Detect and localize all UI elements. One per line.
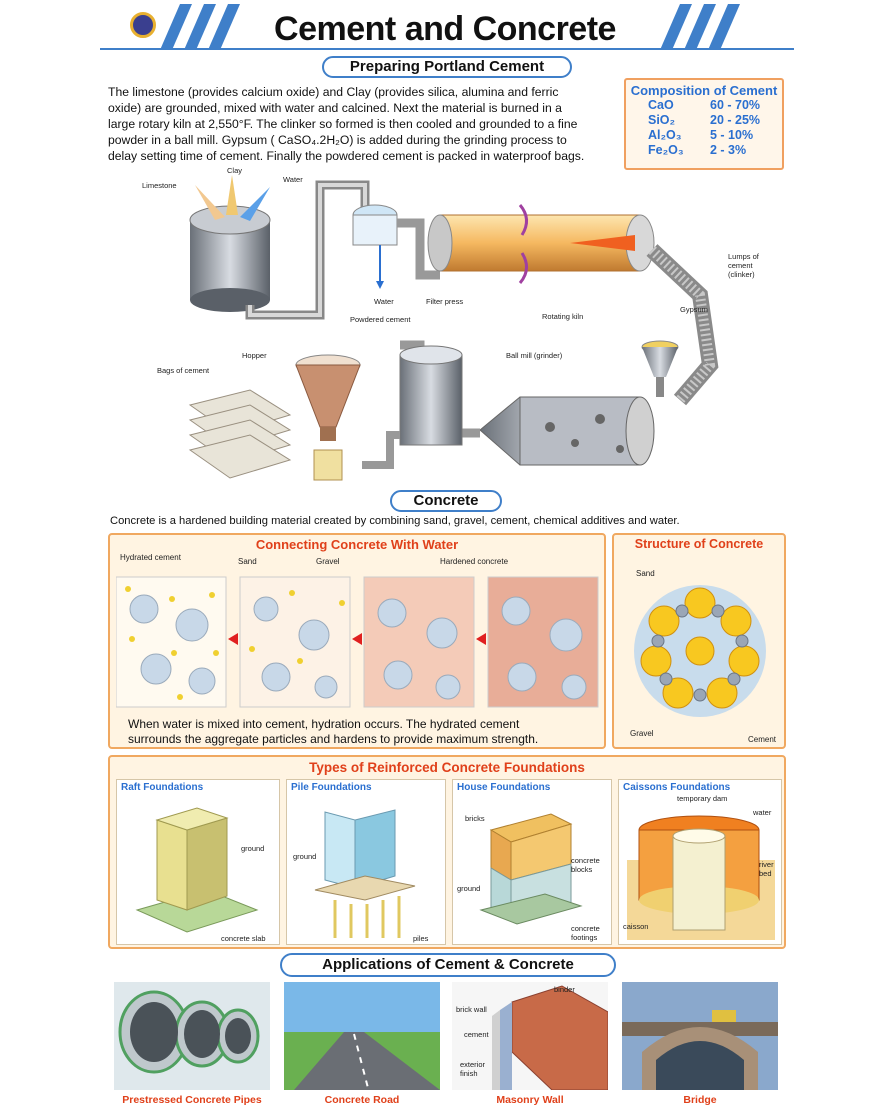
label-structure-sand: Sand <box>636 569 655 578</box>
app-caption-road: Concrete Road <box>324 1094 400 1106</box>
label-masonry-brick-wall: brick wall <box>456 1005 487 1014</box>
label-gypsum: Gypsum <box>680 305 708 314</box>
composition-title: Composition of Cement <box>630 83 778 98</box>
card-pile: Pile Foundations ground piles <box>286 779 446 945</box>
title-stripes <box>100 4 794 50</box>
bags-of-cement <box>188 389 292 479</box>
section-heading-applications: Applications of Cement & Concrete <box>280 953 616 977</box>
prep-line: large rotary kiln at 2,550°F. The clinke… <box>108 117 578 131</box>
house-illustration <box>479 813 583 925</box>
label-pile-ground: ground <box>293 852 317 861</box>
label-structure-cement: Cement <box>748 735 777 744</box>
powder-silo <box>399 345 463 446</box>
app-image-bridge <box>622 982 778 1090</box>
label-rotating-kiln: Rotating kiln <box>542 312 584 321</box>
rotating-kiln <box>427 204 655 284</box>
label-limestone: Limestone <box>142 181 177 190</box>
prep-line: The limestone (provides calcium oxide) a… <box>108 85 559 99</box>
label-water-out: Water <box>374 297 394 306</box>
label-gravel: Gravel <box>316 557 340 566</box>
foundations-panel: Types of Reinforced Concrete Foundations… <box>108 755 786 949</box>
app-image-pipes <box>114 982 270 1090</box>
label-house-bricks: bricks <box>465 814 485 823</box>
pile-illustration <box>314 809 416 938</box>
hydration-stages <box>116 576 599 708</box>
concrete-intro: Concrete is a hardened building material… <box>110 515 680 527</box>
label-powdered-cement: Powdered cement <box>350 315 411 324</box>
label-masonry-cement: cement <box>464 1030 489 1039</box>
app-image-road <box>284 982 440 1090</box>
foundations-title: Types of Reinforced Concrete Foundations <box>309 760 585 775</box>
gypsum-hopper <box>641 340 679 397</box>
process-diagram <box>188 175 719 481</box>
structure-title: Structure of Concrete <box>634 537 764 551</box>
section-heading-prep: Preparing Portland Cement <box>322 56 572 78</box>
prep-line: powder in a ball mill. Gypsum ( CaSO₄.2H… <box>108 133 567 147</box>
label-filter-press: Filter press <box>426 297 464 306</box>
raft-illustration <box>135 807 259 933</box>
prep-line: delay setting time of cement. Finally th… <box>108 149 585 163</box>
label-hydrated: Hydrated cement <box>120 553 181 562</box>
label-structure-gravel: Gravel <box>630 729 654 738</box>
card-raft: Raft Foundations ground concrete slab <box>116 779 280 945</box>
hydration-panel: Connecting Concrete With Water Hydrated … <box>108 533 606 749</box>
label-bags: Bags of cement <box>157 366 210 375</box>
prep-paragraph: The limestone (provides calcium oxide) a… <box>108 84 622 164</box>
label-caisson-water: water <box>753 808 772 817</box>
hopper <box>295 354 361 481</box>
label-clinker: Lumps of cement (clinker) <box>728 252 759 279</box>
app-caption-bridge: Bridge <box>683 1094 717 1106</box>
card-caisson: Caissons Foundations temporary dam water… <box>618 779 782 945</box>
poster: Cement and Concrete Preparing Portland C… <box>100 0 794 1116</box>
label-hardened: Hardened concrete <box>440 557 509 566</box>
label-ball-mill: Ball mill (grinder) <box>506 351 563 360</box>
label-hopper: Hopper <box>242 351 267 360</box>
ball-mill <box>479 396 655 466</box>
app-image-masonry <box>452 982 608 1090</box>
structure-diagram <box>634 585 766 717</box>
label-clay: Clay <box>227 166 243 175</box>
section-heading-concrete: Concrete <box>390 490 502 512</box>
page-title: Cement and Concrete <box>274 10 616 48</box>
hydration-title: Connecting Concrete With Water <box>255 537 459 552</box>
mixer-tank <box>189 175 271 312</box>
filter-press <box>352 204 398 289</box>
label-water-in: Water <box>283 175 303 184</box>
app-caption-masonry: Masonry Wall <box>496 1094 564 1106</box>
title-bar: Cement and Concrete <box>100 4 794 50</box>
label-caisson-dam: temporary dam <box>677 794 728 803</box>
structure-panel: Structure of Concrete Sand Gravel Cement <box>612 533 786 749</box>
prep-line: oxide) are grounded, mixed with water an… <box>108 101 562 115</box>
app-caption-pipes: Prestressed Concrete Pipes <box>122 1094 262 1106</box>
label-sand: Sand <box>238 557 257 566</box>
hydration-text: When water is mixed into cement, hydrati… <box>128 717 539 746</box>
label-raft-ground: ground <box>241 844 265 853</box>
label-house-ground: ground <box>457 884 481 893</box>
caisson-illustration <box>627 815 775 940</box>
publisher-logo <box>130 12 156 38</box>
label-pile-piles: piles <box>413 934 429 943</box>
label-masonry-binder: binder <box>554 985 575 994</box>
label-caisson-caisson: caisson <box>623 922 649 931</box>
label-raft-slab: concrete slab <box>221 934 266 943</box>
